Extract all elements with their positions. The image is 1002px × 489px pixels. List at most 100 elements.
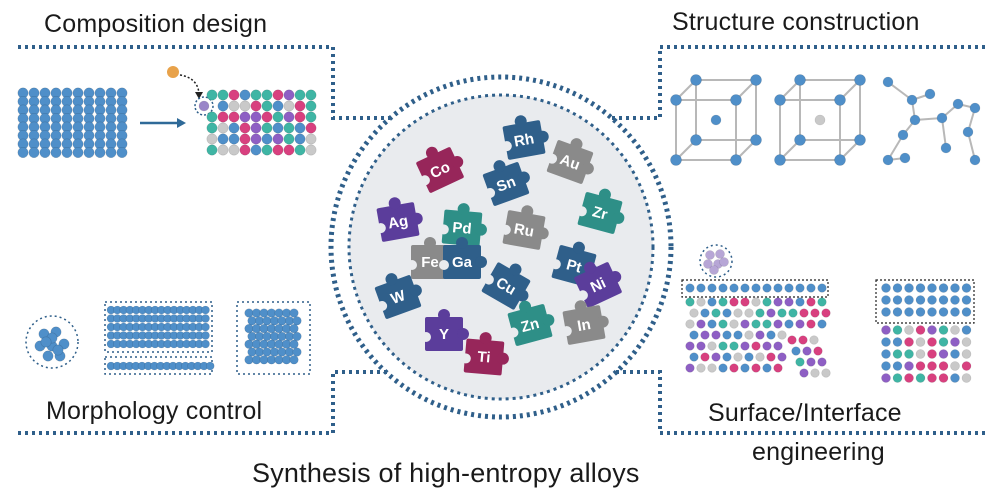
arrow-icon	[140, 118, 186, 128]
atom	[250, 111, 262, 123]
atom	[892, 307, 903, 317]
atom	[961, 325, 972, 335]
atom	[834, 94, 846, 106]
atom	[228, 144, 240, 156]
atom	[305, 122, 317, 134]
atom	[961, 337, 972, 347]
atom	[729, 363, 739, 373]
atom	[689, 330, 699, 340]
atom	[707, 297, 717, 307]
atom	[292, 331, 302, 342]
atom	[294, 122, 306, 134]
surface-interface-label: Surface/Interface	[708, 399, 902, 427]
atom	[722, 330, 732, 340]
atom	[206, 144, 218, 156]
mixed-alloy-lattice	[198, 89, 317, 156]
atom	[729, 283, 739, 293]
atom	[272, 144, 284, 156]
atom	[881, 283, 891, 293]
atom	[718, 283, 728, 293]
atom	[700, 308, 710, 318]
atom	[206, 111, 218, 123]
element-piece-cu: Cu	[481, 262, 531, 310]
element-piece-w: W	[374, 273, 422, 319]
atom	[305, 100, 317, 112]
atom	[915, 349, 926, 359]
atom	[927, 349, 937, 359]
atom	[892, 349, 903, 359]
crystal-structures	[670, 74, 981, 166]
atom	[904, 361, 914, 371]
atom	[116, 147, 128, 159]
element-symbol: Fe	[421, 254, 439, 271]
element-symbol: In	[576, 316, 592, 335]
atom	[904, 295, 914, 305]
atom	[777, 330, 787, 340]
atom	[685, 341, 695, 351]
cubic-cell	[774, 74, 866, 166]
atom	[685, 363, 695, 373]
cluster-particle	[699, 244, 733, 278]
nanosheet	[104, 356, 215, 375]
atom	[289, 355, 299, 365]
atom	[904, 373, 914, 383]
atom	[950, 307, 960, 317]
atom	[217, 89, 229, 101]
frame-top-right	[612, 45, 985, 120]
atom	[950, 283, 960, 293]
atom	[881, 373, 891, 383]
atom	[705, 250, 715, 260]
element-symbol: Ti	[477, 348, 491, 366]
atom	[744, 352, 754, 362]
atom	[762, 283, 772, 293]
atom	[961, 307, 972, 317]
atom	[700, 330, 710, 340]
atom	[272, 122, 284, 134]
atom	[239, 122, 251, 134]
atom	[938, 361, 949, 371]
surface-slab-right	[875, 279, 975, 383]
synthesis-caption: Synthesis of high-entropy alloys	[252, 458, 640, 488]
atom	[718, 363, 728, 373]
pure-metal-lattice	[17, 87, 128, 159]
atom	[733, 330, 743, 340]
atom	[927, 295, 937, 305]
atom	[969, 154, 981, 166]
atom	[289, 339, 299, 349]
atom	[897, 129, 909, 141]
atom	[777, 308, 787, 318]
atom	[696, 283, 706, 293]
atom	[915, 361, 926, 371]
atom	[696, 319, 706, 329]
atom	[784, 297, 794, 307]
atom	[289, 308, 299, 318]
atom	[762, 319, 772, 329]
atom	[250, 144, 262, 156]
element-piece-co: Co	[416, 146, 464, 193]
atom	[217, 100, 229, 112]
atom	[52, 344, 64, 356]
element-symbol: Pt	[564, 256, 583, 276]
atom	[72, 147, 84, 159]
atom	[730, 94, 742, 106]
atom	[228, 122, 240, 134]
atom	[892, 283, 903, 293]
atom	[936, 112, 948, 124]
element-piece-sn: Sn	[482, 160, 530, 206]
atom	[83, 147, 95, 159]
atom	[810, 368, 820, 378]
atom	[239, 89, 251, 101]
atom	[762, 363, 772, 373]
atom	[730, 154, 742, 166]
element-symbol: W	[389, 287, 409, 308]
atom	[881, 295, 891, 305]
atom	[795, 319, 805, 329]
atom	[909, 114, 921, 126]
element-piece-in: In	[561, 300, 609, 345]
atom	[755, 352, 765, 362]
atom	[924, 88, 936, 100]
atom	[817, 319, 827, 329]
atom	[915, 337, 926, 347]
atom	[961, 283, 972, 293]
atom	[817, 297, 827, 307]
